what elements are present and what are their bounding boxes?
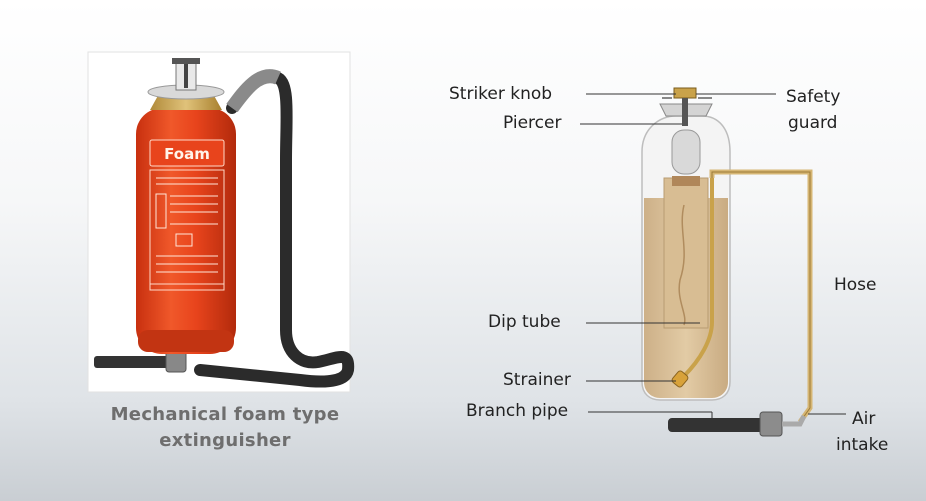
inner-container-neck <box>672 176 700 186</box>
inner-container <box>663 177 709 329</box>
striker-knob-shape <box>673 87 697 99</box>
label-strainer: Strainer <box>503 370 571 390</box>
striker-rod <box>184 64 188 88</box>
hose-edge <box>711 171 811 423</box>
caption-line-1: Mechanical foam type <box>110 404 340 425</box>
branch-pipe-shape <box>668 418 764 432</box>
nozzle <box>94 356 172 368</box>
extinguisher-picture: Foam <box>87 51 355 393</box>
striker-top <box>172 58 200 64</box>
instruction-panel <box>149 169 225 291</box>
label-branch-pipe: Branch pipe <box>466 401 569 421</box>
label-air-line2: intake <box>836 435 889 455</box>
label-safety-line1: Safety <box>786 87 841 107</box>
pictogram-box <box>175 233 193 247</box>
cross-section-diagram <box>580 87 846 437</box>
strainer-shape <box>671 370 689 388</box>
cylinder-base <box>138 330 234 352</box>
foam-badge-text: Foam <box>164 145 210 163</box>
label-striker-knob: Striker knob <box>449 84 553 104</box>
label-air-line1: Air <box>852 409 876 429</box>
caption-line-2: extinguisher <box>159 430 291 451</box>
hose-coupling <box>226 69 281 113</box>
foam-badge <box>149 139 225 167</box>
air-intake-shape <box>782 414 807 427</box>
gas-cartridge <box>671 129 701 175</box>
label-safety-line2: guard <box>788 113 838 133</box>
label-hose: Hose <box>834 275 877 295</box>
piercer-rod <box>682 98 688 126</box>
instruction-lines <box>156 177 218 273</box>
label-dip-tube: Dip tube <box>488 312 561 332</box>
inner-sediment-line <box>678 204 686 326</box>
label-piercer: Piercer <box>503 113 562 133</box>
dip-tube-shape <box>682 178 714 378</box>
branch-pipe-coupling <box>759 411 783 437</box>
leader-lines <box>580 93 846 420</box>
instruction-icons <box>155 193 167 229</box>
